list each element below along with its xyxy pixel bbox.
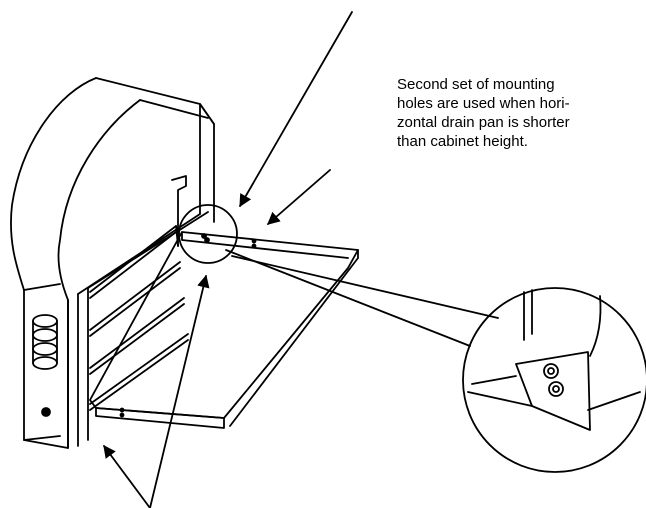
cabinet-top-face (95, 77, 215, 125)
magnified-bracket (515, 351, 591, 431)
magnified-bolt-upper (543, 363, 559, 379)
arrow-top-to-corner (239, 11, 353, 208)
magnified-floor-edge (587, 391, 641, 411)
cabinet-top-face-inner-edge (139, 99, 209, 119)
cabinet-left-post-outer (67, 287, 89, 449)
piping-coils (32, 314, 58, 417)
drain-pan-back-rim (181, 231, 349, 259)
magnified-bolt-lower (548, 381, 564, 397)
drain-pan-right-rim (229, 249, 359, 427)
coil-fins (89, 175, 189, 411)
horizontal-drain-pan (89, 231, 359, 429)
callout-line: holes are used when hori- (397, 95, 570, 112)
magnified-detail-circle (462, 287, 646, 473)
cabinet-front-frame (199, 103, 215, 223)
pan-hole-front-2 (119, 412, 125, 418)
cabinet (10, 77, 215, 449)
cabinet-lower-left-box (23, 283, 61, 441)
callout-line: Second set of mounting (397, 76, 555, 93)
drain-pan-front-rim (95, 407, 225, 429)
magnified-inner-edge (589, 295, 602, 357)
callout-line: zontal drain pan is shorter (397, 114, 570, 131)
magnified-pan-edge (467, 375, 533, 407)
magnified-post (523, 289, 533, 341)
mounting-holes-callout: Second set of mounting holes are used wh… (397, 75, 637, 151)
magnifier-leader-top (225, 249, 471, 347)
cabinet-curved-side-panel (10, 77, 141, 449)
cabinet-opening-top (77, 211, 209, 295)
pan-hole-back (251, 238, 257, 244)
arrow-bottom-left (103, 444, 151, 508)
magnified-detail (462, 287, 646, 473)
magnifier-leader-bottom (231, 255, 499, 319)
pan-hole-front (119, 407, 125, 413)
arrow-note-to-holes (267, 169, 331, 225)
callout-line: than cabinet height. (397, 133, 528, 150)
arrow-bottom-right (149, 274, 210, 508)
pan-hole-back-2 (251, 243, 257, 249)
corner-detail-circle (178, 204, 238, 264)
